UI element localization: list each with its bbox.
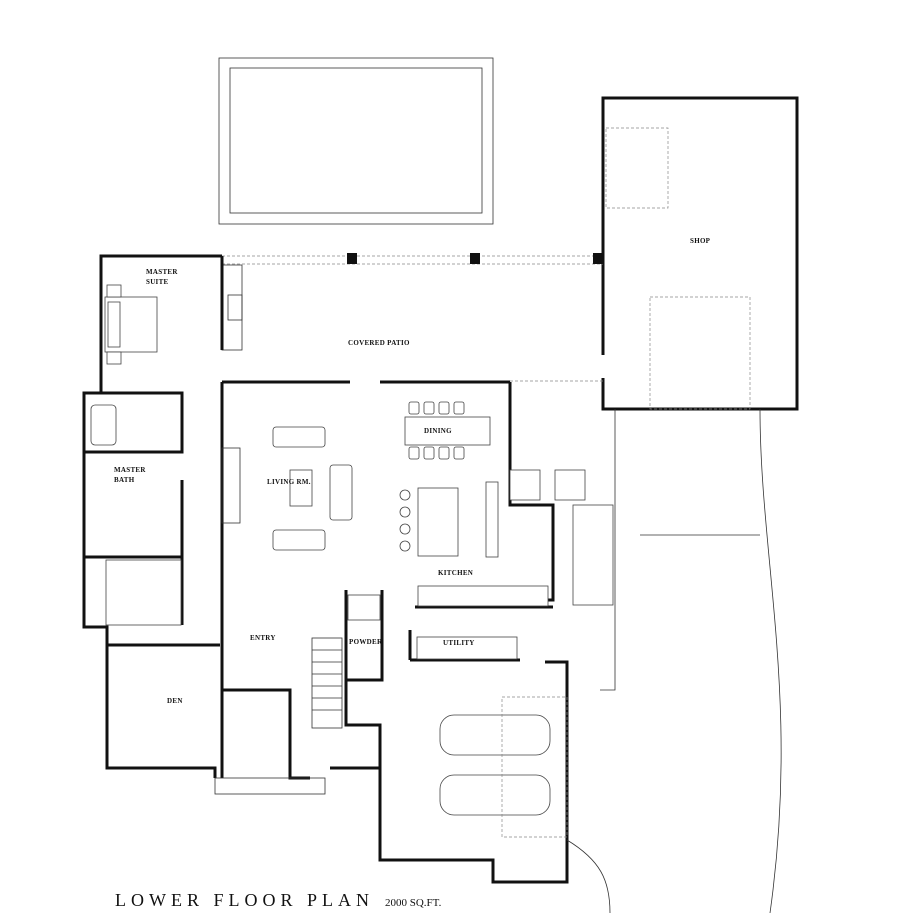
label-master-suite-2: SUITE	[146, 278, 169, 286]
label-entry: ENTRY	[250, 634, 276, 642]
label-master-bath-2: BATH	[114, 476, 135, 484]
site-lines	[566, 408, 782, 913]
covered-patio	[221, 253, 603, 382]
label-powder: POWDER	[349, 638, 383, 646]
label-utility: UTILITY	[443, 639, 475, 647]
main-walls	[82, 254, 569, 884]
shop-building	[601, 96, 799, 411]
label-shop: SHOP	[690, 237, 711, 245]
label-master-bath: MASTER	[114, 466, 146, 474]
label-dining: DINING	[424, 427, 452, 435]
plan-title: LOWER FLOOR PLAN	[115, 890, 374, 910]
label-covered-patio: COVERED PATIO	[348, 339, 410, 347]
label-kitchen: KITCHEN	[438, 569, 473, 577]
pool	[218, 57, 494, 225]
furniture	[90, 284, 614, 838]
plan-area: 2000 SQ.FT.	[385, 897, 442, 909]
car-icon	[439, 714, 551, 816]
label-den: DEN	[167, 697, 183, 705]
label-living: LIVING RM.	[267, 478, 311, 486]
label-master-suite: MASTER	[146, 268, 178, 276]
